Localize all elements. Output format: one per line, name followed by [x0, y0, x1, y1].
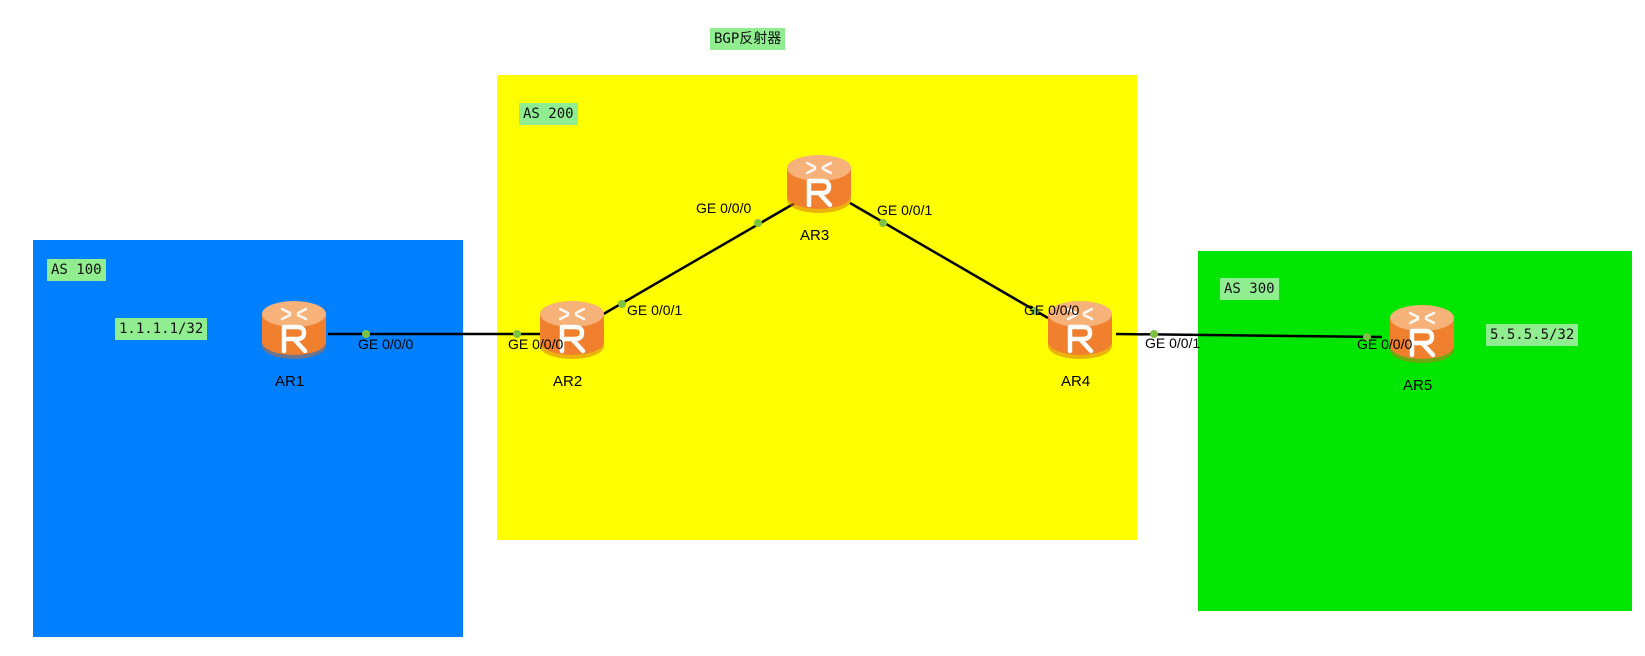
- port-ar2-g1[interactable]: [618, 300, 626, 308]
- as300-label: AS 300: [1220, 278, 1279, 300]
- link-ar3-ar4[interactable]: [849, 201, 1049, 320]
- port-ar3-g1[interactable]: [879, 219, 887, 227]
- router-ar5-icon[interactable]: [1386, 300, 1458, 366]
- router-ar1-icon[interactable]: [258, 296, 330, 362]
- ar2-ge1-label: GE 0/0/1: [627, 302, 683, 318]
- link-ar4-ar5[interactable]: [1115, 332, 1383, 339]
- as200-label: AS 200: [519, 103, 578, 125]
- router-ar2-icon[interactable]: [536, 296, 608, 362]
- diagram-title: BGP反射器: [710, 28, 786, 50]
- port-ar4-g0[interactable]: [1031, 307, 1039, 315]
- ar5-prefix-label: 5.5.5.5/32: [1486, 324, 1579, 346]
- port-ar4-g1[interactable]: [1150, 330, 1158, 338]
- ar5-ge0-label: GE 0/0/0: [1357, 336, 1413, 352]
- port-ar1-g0[interactable]: [362, 330, 370, 338]
- ar4-name: AR4: [1061, 373, 1091, 390]
- link-ar2-ar3[interactable]: [599, 201, 796, 318]
- ar2-ge0-label: GE 0/0/0: [508, 336, 564, 352]
- ar5-name: AR5: [1403, 377, 1433, 394]
- as100-label: AS 100: [47, 259, 106, 281]
- port-ar5-g0[interactable]: [1363, 333, 1371, 341]
- ar2-name: AR2: [553, 373, 583, 390]
- ar1-ge0-label: GE 0/0/0: [358, 336, 414, 352]
- ar3-name: AR3: [800, 227, 830, 244]
- port-ar3-g0[interactable]: [754, 219, 762, 227]
- ar3-ge1-label: GE 0/0/1: [877, 202, 933, 218]
- ar1-prefix-label: 1.1.1.1/32: [115, 318, 208, 340]
- ar1-name: AR1: [275, 373, 305, 390]
- router-ar3-icon[interactable]: [783, 150, 855, 216]
- port-ar2-g0[interactable]: [513, 330, 521, 338]
- as100-area: [33, 240, 463, 637]
- ar4-ge1-label: GE 0/0/1: [1145, 335, 1201, 351]
- router-ar4-icon[interactable]: [1044, 296, 1116, 362]
- ar3-ge0-label: GE 0/0/0: [696, 200, 752, 216]
- ar4-ge0-label: GE 0/0/0: [1024, 302, 1080, 318]
